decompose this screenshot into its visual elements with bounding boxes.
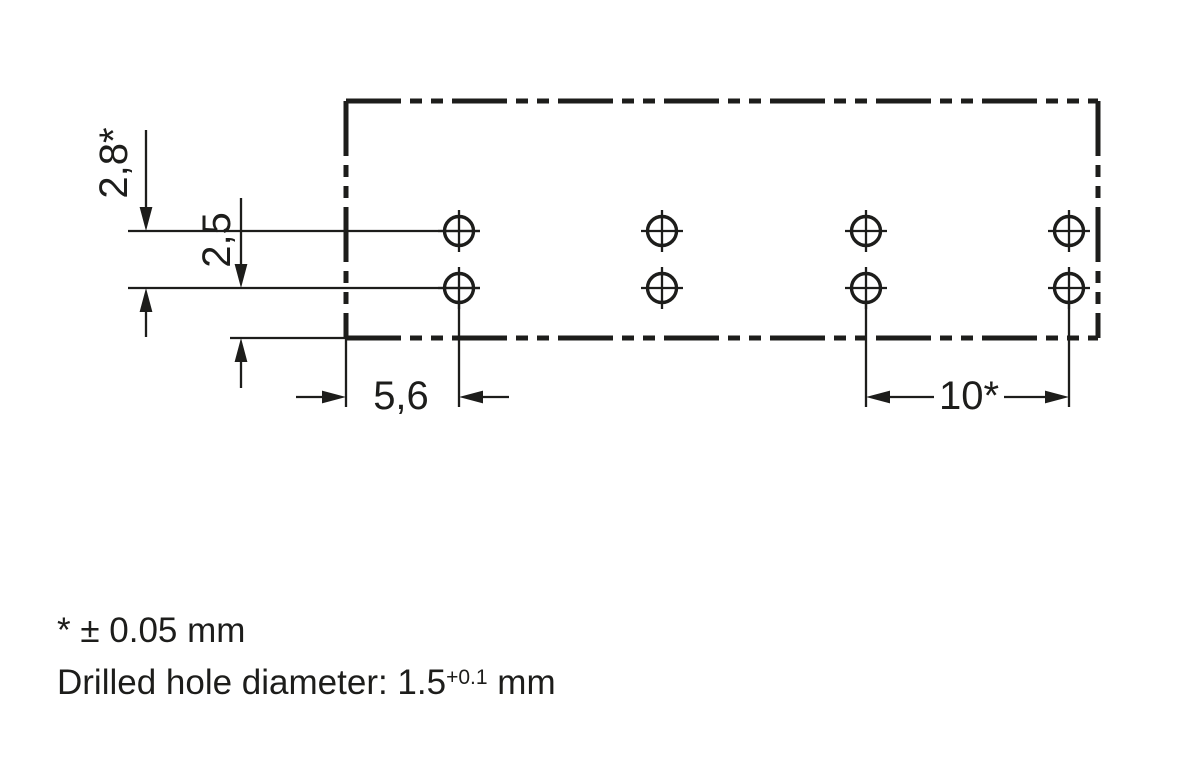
dim-56-label: 5,6 xyxy=(373,374,429,418)
drill-hole xyxy=(645,214,679,248)
drill-hole xyxy=(1052,214,1086,248)
dim-25-up-arrow xyxy=(234,338,248,362)
drill-hole xyxy=(849,214,883,248)
hole-diameter-note-unit: mm xyxy=(487,663,556,702)
dim-28-label: 2,8* xyxy=(92,127,136,198)
dimension-row-pitch: 2,8* xyxy=(92,127,153,337)
hole-diameter-note: Drilled hole diameter: 1.5+0.1 mm xyxy=(57,657,556,709)
dim-56-left-arrow xyxy=(322,390,346,404)
drill-hole xyxy=(442,271,476,305)
tolerance-note: * ± 0.05 mm xyxy=(57,611,246,650)
dimension-edge-to-hole: 5,6 xyxy=(296,374,509,418)
dim-25-down-arrow xyxy=(234,264,248,288)
component-outline xyxy=(343,98,1101,341)
dim-56-right-arrow xyxy=(459,390,483,404)
footnotes: * ± 0.05 mm Drilled hole diameter: 1.5+0… xyxy=(57,605,556,709)
reference-lines xyxy=(128,229,1071,407)
dim-28-down-arrow xyxy=(139,207,153,231)
hole-diameter-tolerance-superscript: +0.1 xyxy=(446,666,488,689)
drill-hole xyxy=(1052,271,1086,305)
dimension-row-to-edge: 2,5 xyxy=(195,198,248,388)
hole-diameter-note-text: Drilled hole diameter: 1.5 xyxy=(57,663,447,702)
drill-hole xyxy=(645,271,679,305)
drill-holes xyxy=(438,210,1090,309)
drill-hole xyxy=(442,214,476,248)
dimension-pole-pitch: 10* xyxy=(866,374,1069,418)
dim-10-label: 10* xyxy=(939,374,999,418)
dim-10-right-arrow xyxy=(1045,390,1069,404)
drill-hole xyxy=(849,271,883,305)
dim-28-up-arrow xyxy=(139,288,153,312)
dim-10-left-arrow xyxy=(866,390,890,404)
dim-25-label: 2,5 xyxy=(195,212,239,268)
